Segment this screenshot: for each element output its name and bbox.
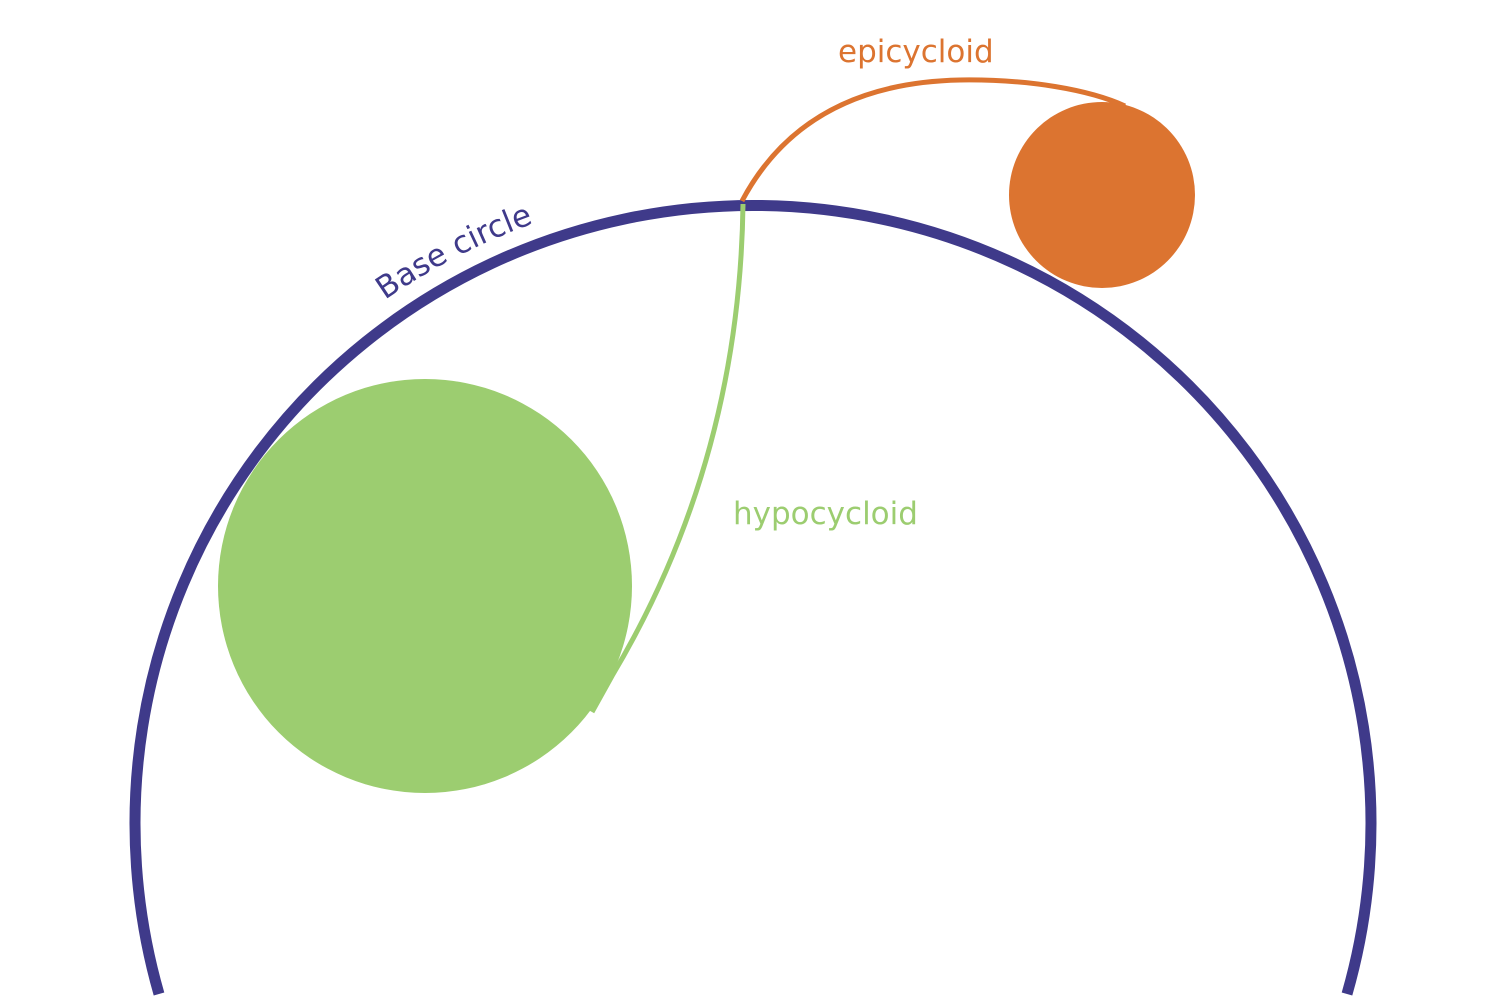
epicycloid-label: epicycloid — [838, 34, 994, 70]
epicycloid-curve — [739, 77, 1127, 203]
hypocycloid-label: hypocycloid — [733, 496, 918, 532]
base-circle — [129, 200, 1377, 996]
hypocycloid-curve — [589, 203, 746, 714]
rolling-circle-hypocycloid — [218, 379, 632, 793]
rolling-circle-epicycloid — [1009, 102, 1195, 288]
